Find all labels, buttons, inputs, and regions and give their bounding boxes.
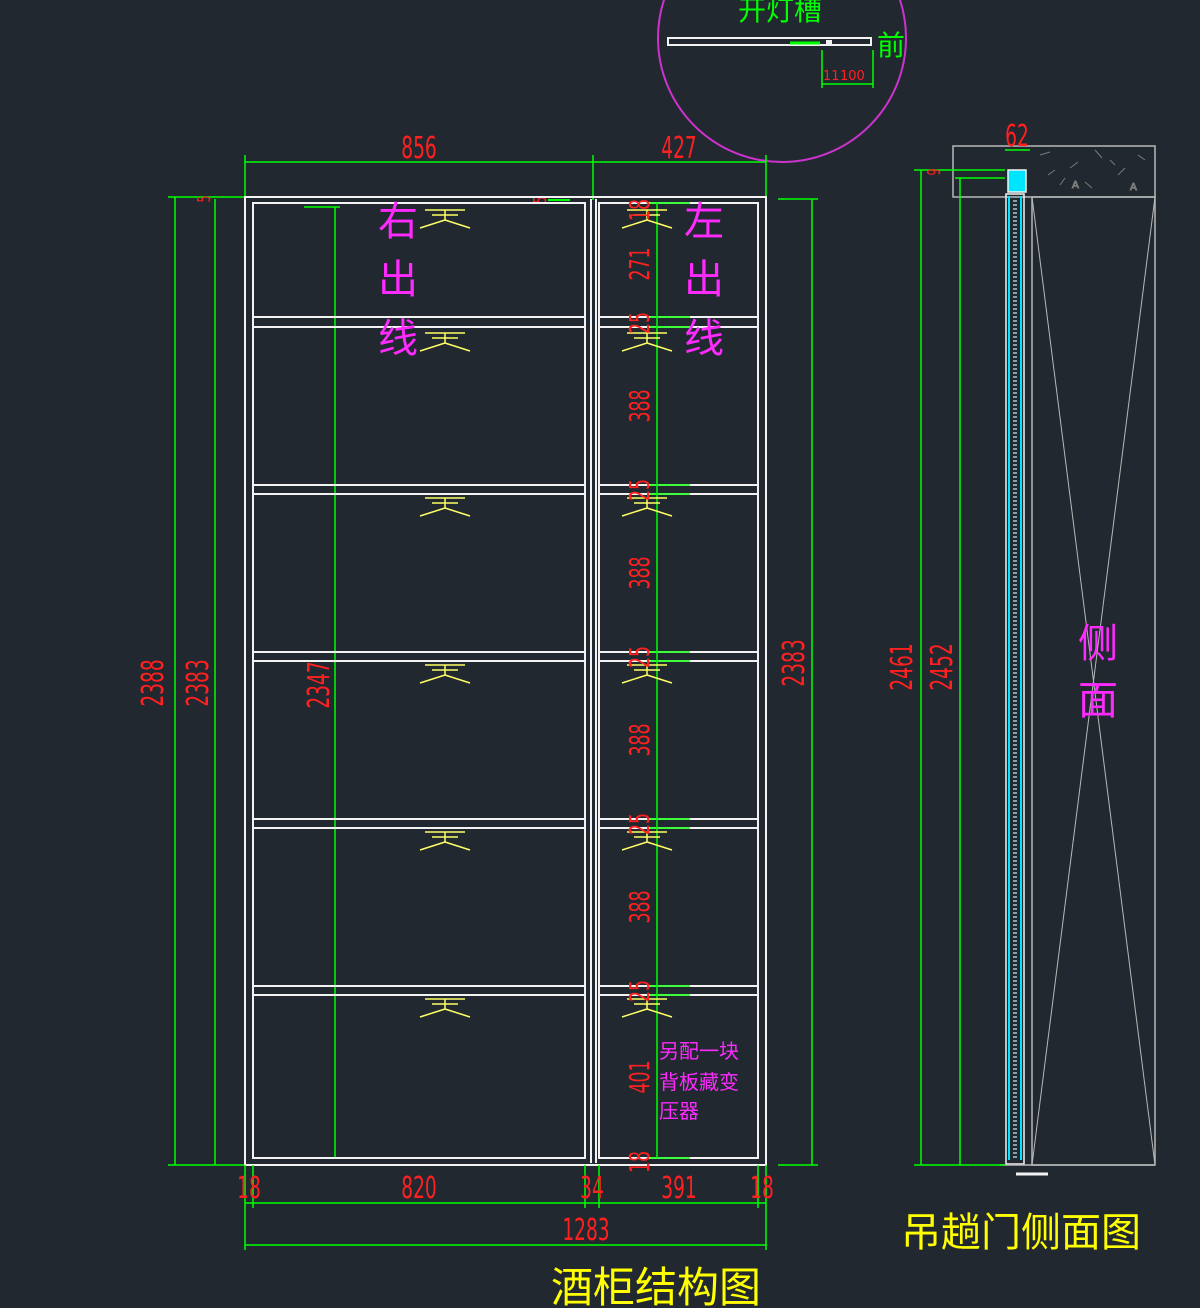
dim-top-gap: 18	[624, 199, 656, 221]
dim-shelf-gap: 25	[624, 479, 656, 501]
right-col-ticks	[650, 202, 690, 1159]
note-line: 另配一块	[659, 1039, 739, 1063]
right-outlet-char: 出	[378, 257, 418, 303]
detail-dim-b: 100	[840, 69, 865, 84]
dim-bottom-right-width: 391	[661, 1170, 696, 1205]
side-label-char: 侧	[1078, 621, 1118, 667]
dim-shelf-gap: 25	[624, 312, 656, 334]
cabinet-outer	[244, 196, 767, 1166]
door-panel	[1005, 193, 1025, 1165]
shelf-gap-dims: 18 271 25 388 25 388 25 388 25 388 25 40…	[624, 199, 656, 1173]
dim-side-top-width: 62	[1005, 118, 1029, 153]
dim-shelf-gap: 388	[624, 556, 656, 589]
dim-height-center: 2347	[301, 661, 336, 708]
left-outlet-label: 左 出 线	[684, 199, 724, 362]
transformer-note: 另配一块 背板藏变 压器	[659, 1039, 739, 1123]
front-view: 856 427 2388 2383 5 2383 2347 5	[135, 130, 818, 1308]
left-outlet-char: 左	[684, 199, 724, 245]
dim-bottom-mid-width: 820	[401, 1170, 436, 1205]
svg-text:A: A	[1072, 180, 1079, 191]
dim-height-inner: 2383	[180, 659, 215, 706]
concrete-hatch: A A	[1039, 149, 1146, 194]
dim-shelf-gap: 25	[624, 980, 656, 1002]
note-line: 背板藏变	[659, 1070, 739, 1094]
dim-top-offset-left: 5	[193, 195, 215, 202]
dim-shelf-gap: 25	[624, 646, 656, 668]
detail-small-square	[826, 40, 832, 45]
dim-shelf-gap: 388	[624, 723, 656, 756]
dim-bottom-gap: 18	[624, 1151, 656, 1173]
light-groove-profile	[667, 37, 872, 46]
side-panel-cross-b	[1031, 196, 1156, 1166]
dim-shelf-gap: 271	[624, 247, 656, 280]
dim-shelf-gap: 25	[624, 813, 656, 835]
dim-top-offset-mid: 5	[529, 196, 551, 203]
dim-shelf-gap: 388	[624, 389, 656, 422]
light-fixture-icon	[419, 209, 673, 1018]
dim-total-width: 1283	[562, 1212, 609, 1247]
dim-top-right: 427	[661, 130, 696, 165]
svg-text:A: A	[1130, 182, 1137, 193]
note-line: 压器	[659, 1099, 699, 1123]
bottom-dims: 18 820 34 391 18 1283	[237, 1170, 774, 1247]
front-view-title: 酒柜结构图	[551, 1263, 761, 1308]
dim-height-right: 2383	[776, 639, 811, 686]
detail-circle	[657, 0, 907, 163]
dim-side-height-inner: 2452	[924, 643, 959, 690]
dim-top-left: 856	[401, 130, 436, 165]
detail-front-label: 前	[877, 29, 905, 62]
track-head	[1007, 169, 1027, 193]
dim-height-outer: 2388	[135, 659, 170, 706]
dim-bottom-divider: 34	[580, 1170, 604, 1205]
dim-bottom-right: 18	[750, 1170, 774, 1205]
left-outlet-char: 线	[684, 316, 724, 362]
right-outlet-char: 线	[378, 316, 418, 362]
dim-bottom-left: 18	[237, 1170, 261, 1205]
side-view-title: 吊趟门侧面图	[901, 1210, 1141, 1256]
side-label-char: 面	[1078, 678, 1118, 724]
right-outlet-char: 右	[378, 199, 418, 245]
detail-dim-a: 11	[823, 69, 840, 84]
detail-label: 开灯槽	[738, 0, 822, 27]
cabinet-inner-left	[252, 202, 586, 1159]
dim-shelf-gap: 401	[624, 1060, 656, 1093]
detail-view: 开灯槽 前 11 100	[657, 0, 907, 163]
bottom-dim-ext	[244, 1165, 767, 1250]
dim-shelf-gap: 388	[624, 890, 656, 923]
dim-side-top-offset: 9	[923, 168, 945, 175]
dim-side-height-outer: 2461	[884, 643, 919, 690]
left-outlet-char: 出	[684, 257, 724, 303]
side-view: A A 62 2461 2452 9 侧 面 吊趟门侧面图	[884, 118, 1156, 1256]
right-outlet-label: 右 出 线	[378, 199, 418, 362]
